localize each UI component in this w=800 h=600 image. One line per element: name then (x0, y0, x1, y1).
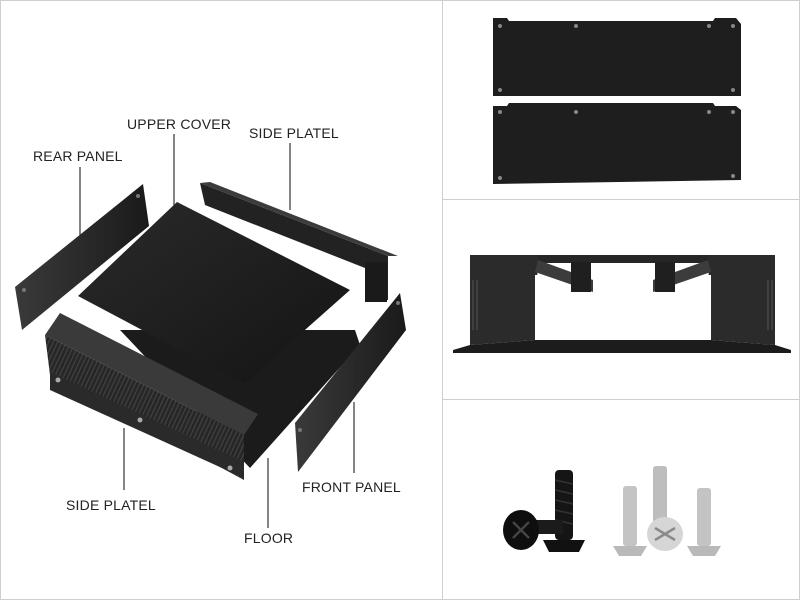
label-front-panel: FRONT PANEL (302, 479, 401, 495)
steel-screw-3 (687, 488, 721, 556)
label-floor: FLOOR (244, 530, 294, 546)
steel-screw-head (647, 517, 683, 551)
label-rear-panel: REAR PANEL (33, 148, 123, 164)
left-wall (470, 255, 538, 345)
horizontal-divider-bottom (443, 399, 800, 400)
label-upper-cover: UPPER COVER (127, 116, 232, 132)
screws-photo (443, 400, 800, 599)
base-flange (453, 340, 791, 353)
exploded-enclosure-illustration (15, 134, 406, 528)
end-panels-illustration (493, 18, 741, 184)
end-panels-photo (443, 0, 800, 199)
screws-illustration (503, 466, 721, 556)
enclosure-profile-photo (443, 200, 800, 399)
side-platel-bottom-top-face (45, 313, 258, 435)
end-panel-upper (493, 18, 741, 96)
front-panel-shape (295, 293, 406, 472)
horizontal-divider-top (443, 199, 800, 200)
steel-screw-2 (653, 466, 667, 526)
black-screw-lying (503, 510, 563, 550)
label-side-platel-bottom: SIDE PLATEL (66, 497, 156, 513)
steel-screw-1 (613, 486, 647, 556)
floor-shape (110, 330, 360, 468)
right-wall (708, 255, 775, 345)
side-platel-top-shape (200, 183, 388, 300)
black-screw-standing (543, 470, 585, 552)
rear-panel-shape (15, 184, 149, 330)
end-panel-lower (493, 103, 741, 184)
upper-cover-shape (78, 202, 350, 384)
vertical-divider (442, 0, 443, 600)
exploded-view-panel: UPPER COVER SIDE PLATEL REAR PANEL SIDE … (15, 116, 406, 546)
label-side-platel-top: SIDE PLATEL (249, 125, 339, 141)
enclosure-profile-illustration (453, 255, 791, 353)
